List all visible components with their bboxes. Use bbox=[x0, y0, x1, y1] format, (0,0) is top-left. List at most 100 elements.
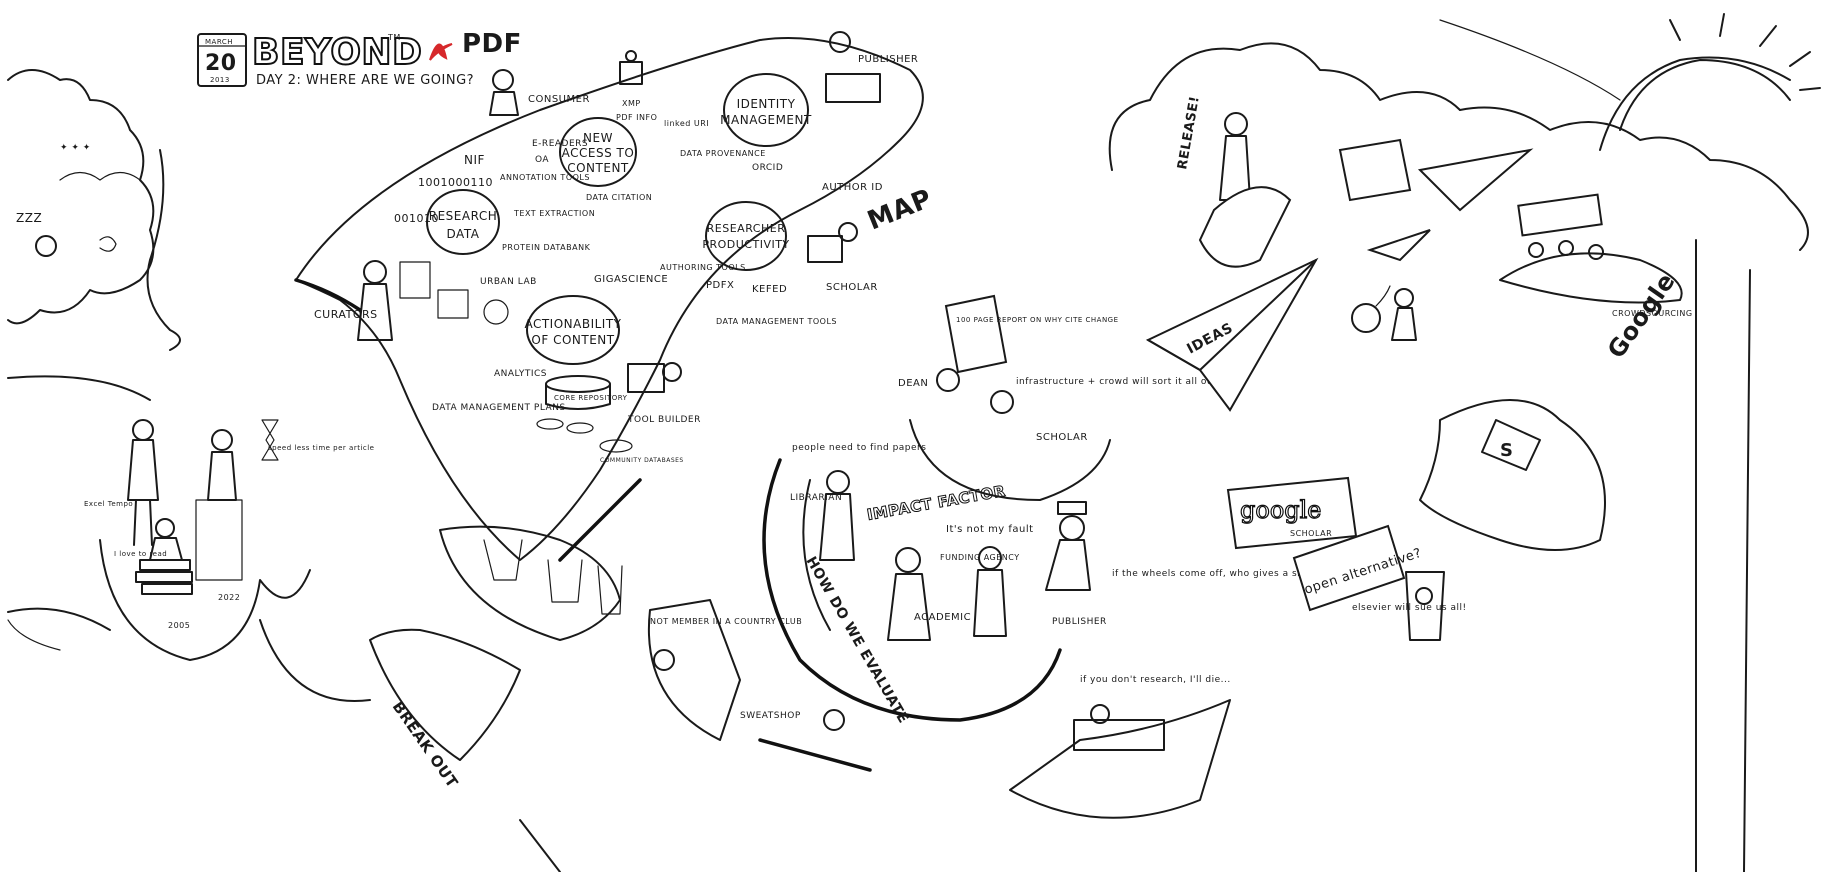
svg-text:S: S bbox=[1500, 440, 1513, 461]
label-community-databases: COMMUNITY DATABASES bbox=[600, 457, 684, 464]
title-tm: TM bbox=[387, 33, 401, 42]
superhero-cape: S bbox=[1419, 399, 1606, 551]
svg-text:NEW: NEW bbox=[583, 131, 613, 145]
label-tool-builder: TOOL BUILDER bbox=[627, 415, 701, 425]
date-month: MARCH bbox=[205, 38, 233, 46]
label-gigascience: GIGASCIENCE bbox=[594, 274, 668, 285]
label-not-my-fault: It's not my fault bbox=[946, 524, 1034, 535]
title-pdf: PDF bbox=[462, 29, 522, 59]
label-core-repository: CORE REPOSITORY bbox=[554, 394, 628, 402]
svg-text:MANAGEMENT: MANAGEMENT bbox=[720, 113, 812, 127]
librarian-figure-icon bbox=[819, 470, 855, 561]
country-club-leaf bbox=[647, 599, 741, 741]
label-infrastructure: infrastructure + crowd will sort it all … bbox=[1016, 377, 1217, 387]
bubble-productivity: RESEARCHER PRODUCTIVITY bbox=[702, 201, 789, 271]
label-pdfx: PDFX bbox=[706, 280, 734, 291]
lab-equipment-icon bbox=[437, 289, 509, 325]
publisher-seated-icon bbox=[1045, 501, 1091, 591]
svg-text:RESEARCH: RESEARCH bbox=[429, 209, 497, 223]
label-publisher: PUBLISHER bbox=[858, 54, 918, 65]
svg-text:Excel Tempo: Excel Tempo bbox=[84, 500, 133, 508]
label-linked-uri: linked URI bbox=[664, 119, 709, 128]
paper-plane-small-icon bbox=[1366, 148, 1534, 262]
publisher-figure-icon bbox=[825, 31, 881, 103]
running-figure-icon bbox=[1391, 288, 1417, 341]
i-love-to-read: I love to read bbox=[114, 550, 167, 558]
label-kefed: KEFED bbox=[752, 284, 787, 295]
title-beyond: BEYOND bbox=[252, 32, 422, 73]
label-scholar-2: SCHOLAR bbox=[1036, 432, 1088, 443]
crowdsourcing-leaf bbox=[1499, 193, 1683, 304]
buckets-leaf bbox=[439, 525, 623, 641]
svg-text:IDENTITY: IDENTITY bbox=[737, 97, 796, 111]
alarm-clock-icon bbox=[35, 235, 57, 257]
bubble-actionability: ACTIONABILITY OF CONTENT bbox=[524, 295, 621, 365]
speed-time-text: speed less time per article bbox=[268, 444, 375, 452]
svg-text:OF CONTENT: OF CONTENT bbox=[531, 333, 614, 347]
label-sweatshop: SWEATSHOP bbox=[740, 711, 801, 721]
scholar-figure-icon bbox=[990, 390, 1014, 414]
dean-scholar-leaf bbox=[909, 368, 1111, 501]
label-librarian: LIBRARIAN bbox=[790, 493, 842, 503]
svg-text:DATA: DATA bbox=[447, 227, 480, 241]
label-google: google bbox=[1240, 496, 1322, 524]
label-consumer: CONSUMER bbox=[528, 94, 590, 105]
man-hourglass-figure-icon bbox=[207, 419, 279, 501]
pdf-logo-icon bbox=[429, 43, 453, 61]
subtitle: DAY 2: WHERE ARE WE GOING? bbox=[256, 73, 474, 88]
label-country-club: NOT MEMBER IN A COUNTRY CLUB bbox=[650, 617, 802, 626]
label-e-readers: E-READERS bbox=[532, 139, 588, 149]
dean-figure-icon bbox=[936, 368, 960, 392]
zzz-text: ZZZ bbox=[16, 211, 42, 225]
binary-line-1: 1001000110 bbox=[418, 176, 493, 189]
big-leaf bbox=[294, 37, 924, 562]
sweatshop-conveyor-icon bbox=[758, 709, 872, 772]
svg-text:ACTIONABILITY: ACTIONABILITY bbox=[524, 317, 621, 331]
label-oa: OA bbox=[535, 155, 549, 165]
svg-text:PRODUCTIVITY: PRODUCTIVITY bbox=[702, 238, 789, 251]
svg-text:ACCESS TO: ACCESS TO bbox=[562, 146, 635, 160]
label-find-papers: people need to find papers bbox=[792, 443, 926, 453]
bubble-identity: IDENTITY MANAGEMENT bbox=[720, 73, 812, 147]
open-alternative-sign bbox=[1292, 524, 1406, 612]
label-crowdsourcing: CROWDSOURCING bbox=[1612, 309, 1693, 318]
date-year: 2013 bbox=[210, 76, 230, 84]
label-if-you-dont: if you don't research, I'll die... bbox=[1080, 675, 1231, 685]
label-nif: NIF bbox=[464, 153, 485, 167]
date-day: 20 bbox=[205, 51, 237, 76]
folded-paper-icon bbox=[1198, 186, 1292, 268]
robot-icon bbox=[619, 50, 643, 85]
label-data-mgmt-plans: DATA MANAGEMENT PLANS bbox=[432, 403, 566, 413]
tool-builder-icon bbox=[627, 362, 682, 393]
label-text-extraction: TEXT EXTRACTION bbox=[513, 209, 595, 218]
label-analytics: ANALYTICS bbox=[494, 369, 547, 379]
svg-text:RESEARCHER: RESEARCHER bbox=[707, 222, 786, 235]
woman-figure-icon bbox=[127, 419, 159, 546]
svg-text:✦ ✦ ✦: ✦ ✦ ✦ bbox=[60, 143, 91, 153]
right-clouds bbox=[1108, 42, 1809, 251]
bomb-icon bbox=[1351, 285, 1391, 333]
calendar-icon: MARCH 20 2013 bbox=[197, 33, 247, 87]
label-release: RELEASE! bbox=[1175, 95, 1203, 171]
binary-line-2: 001010 bbox=[394, 212, 439, 225]
funding-figure-icon bbox=[973, 546, 1007, 637]
hospital-bed-leaf bbox=[1009, 699, 1231, 819]
sun-icon bbox=[1619, 13, 1821, 131]
header: MARCH 20 2013 BEYOND TM PDF DAY 2: WHERE… bbox=[197, 29, 522, 88]
reader-with-books-icon bbox=[135, 518, 193, 595]
screaming-figure-icon bbox=[1405, 571, 1445, 641]
label-orcid: ORCID bbox=[752, 163, 783, 173]
label-protein-databank: PROTEIN DATABANK bbox=[502, 243, 591, 252]
consumer-figure-icon bbox=[489, 69, 519, 116]
label-xmp: XMP bbox=[622, 99, 641, 108]
core-repository-icon bbox=[536, 375, 633, 453]
svg-text:CONTENT: CONTENT bbox=[567, 161, 629, 175]
breakout-leaf: BREAK OUT bbox=[259, 619, 521, 792]
left-scene: Excel Tempo I love to read speed less ti… bbox=[7, 149, 375, 661]
label-publisher-2: PUBLISHER bbox=[1052, 617, 1107, 627]
label-urban-lab: URBAN LAB bbox=[480, 277, 537, 287]
label-author-id: AUTHOR ID bbox=[822, 182, 883, 193]
label-pdf-info: PDF INFO bbox=[616, 113, 657, 122]
label-curators: CURATORS bbox=[314, 308, 378, 321]
